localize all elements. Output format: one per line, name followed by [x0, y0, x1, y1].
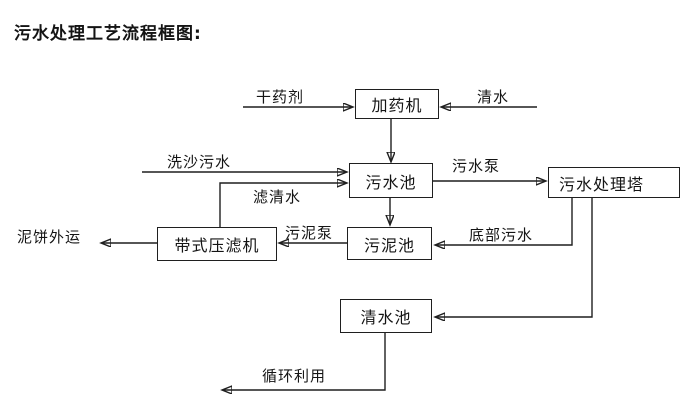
node-sewage-pool: 污水池	[349, 163, 433, 198]
label-dry-chemical: 干药剂	[256, 88, 305, 106]
label-filtered-water: 滤清水	[253, 188, 302, 206]
edge-recycle-arrow	[223, 333, 386, 390]
node-belt-filter-press: 带式压滤机	[157, 227, 277, 261]
label-bottom-sewage: 底部污水	[469, 226, 534, 244]
label-mud-cake-out: 泥饼外运	[17, 228, 82, 246]
node-dosing-machine: 加药机	[355, 89, 439, 119]
node-clean-water-pool: 清水池	[340, 299, 432, 333]
node-treatment-tower: 污水处理塔	[548, 167, 680, 198]
edge-tower-to-clean-arrow	[436, 198, 593, 317]
edge-bottom-sewage-arrow	[436, 198, 573, 245]
label-sewage-pump: 污水泵	[452, 157, 501, 175]
label-sand-washing-sewage: 洗沙污水	[167, 153, 232, 171]
label-clean-water: 清水	[477, 88, 510, 106]
label-recycle: 循环利用	[262, 367, 327, 385]
edge-filtered-water-arrow	[219, 183, 346, 227]
node-sludge-pool: 污泥池	[347, 227, 432, 260]
label-sludge-pump: 污泥泵	[285, 224, 334, 242]
diagram-title: 污水处理工艺流程框图:	[14, 24, 202, 44]
